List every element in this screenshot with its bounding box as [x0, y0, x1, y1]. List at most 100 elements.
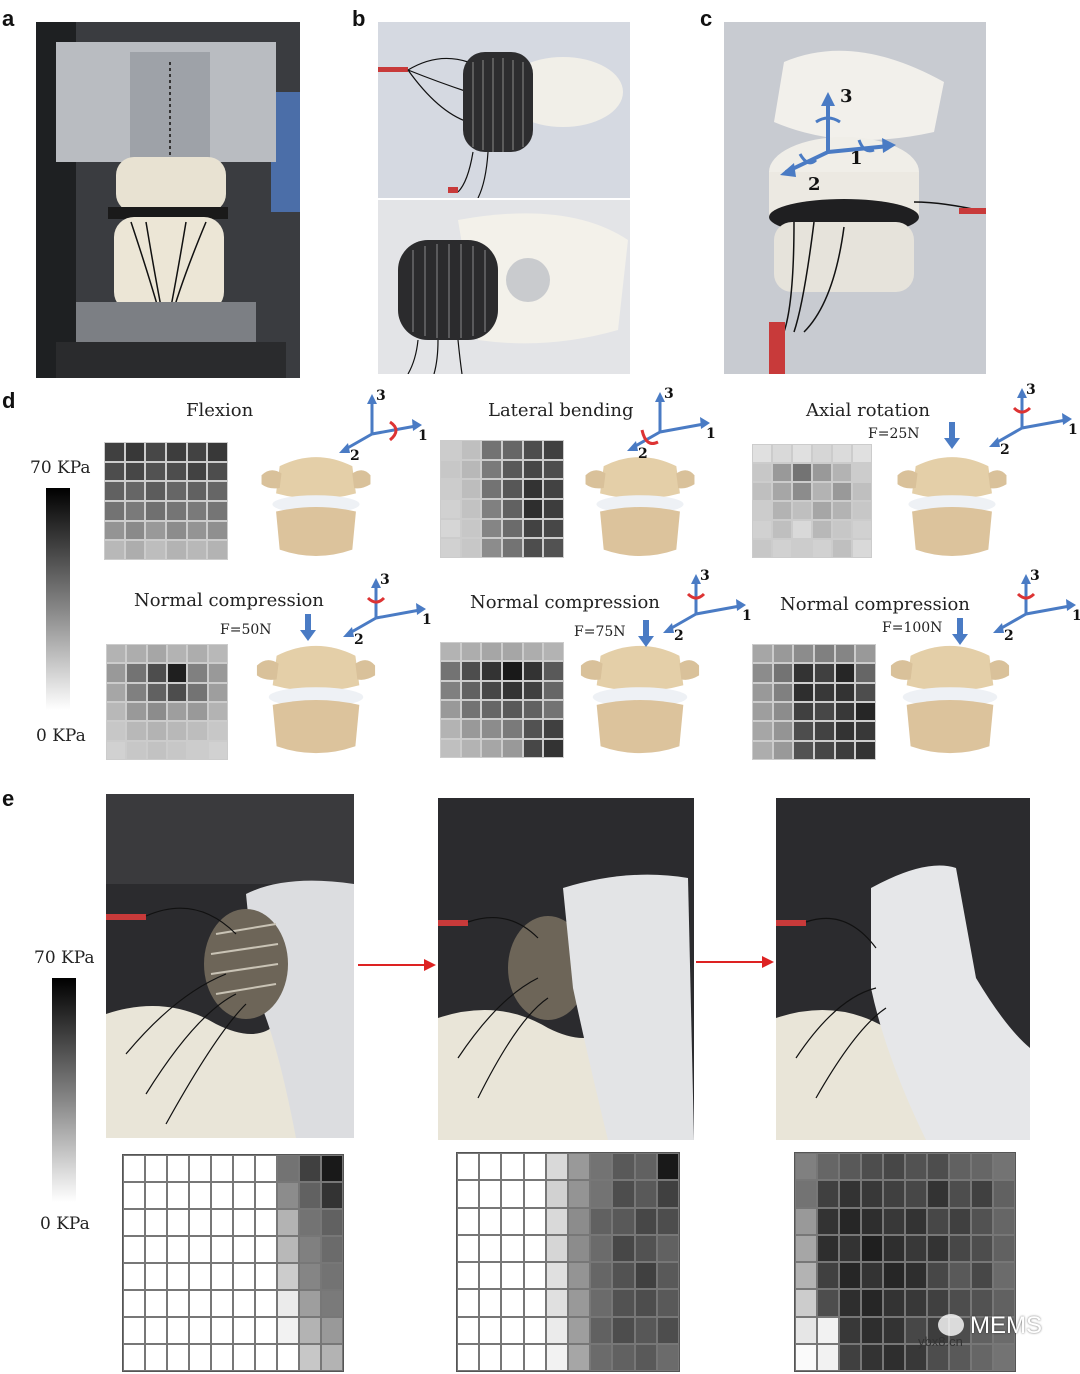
pressure-cell	[568, 1234, 591, 1262]
pressure-cell	[855, 663, 876, 683]
pressure-cell	[634, 1180, 657, 1208]
pressure-cell	[861, 1316, 883, 1344]
pressure-cell	[993, 1207, 1015, 1235]
axis-ax3-label: 3	[664, 386, 674, 402]
axis-ax3-label: 3	[380, 572, 390, 588]
pressure-cell	[501, 479, 523, 499]
pressure-cell	[545, 1316, 568, 1344]
pressure-cell	[145, 1209, 167, 1236]
pressure-cell	[167, 721, 188, 741]
photo-sensor-bottom	[378, 200, 630, 374]
pressure-cell	[165, 520, 187, 541]
pressure-cell	[590, 1343, 613, 1371]
pressure-cell	[123, 1344, 145, 1371]
pressure-cell	[440, 498, 461, 519]
pressure-cell	[145, 1344, 167, 1371]
pressure-cell	[145, 540, 166, 560]
pressure-cell	[905, 1343, 927, 1371]
pressure-cell	[106, 682, 127, 702]
pressure-cell	[207, 682, 228, 702]
force-arrow-icon	[944, 422, 960, 449]
pressure-cell	[792, 501, 812, 520]
pressure-cell	[321, 1290, 343, 1317]
pressure-cell	[299, 1182, 321, 1209]
pressure-cell	[321, 1155, 343, 1182]
pressure-cell	[949, 1207, 971, 1235]
pressure-cell	[104, 540, 125, 560]
pressure-cell	[812, 539, 832, 558]
pressure-cell	[207, 740, 228, 760]
pressure-cell	[795, 1289, 817, 1317]
pressure-cell	[167, 740, 188, 760]
pressure-cell	[189, 1263, 211, 1290]
pressure-cell	[852, 501, 872, 520]
pressure-cell	[656, 1180, 679, 1208]
pressure-cell	[905, 1207, 927, 1235]
pressure-cell	[522, 538, 544, 558]
pressure-cell	[167, 1155, 189, 1182]
contact-pressure-map	[794, 1152, 1016, 1372]
pressure-cell	[501, 440, 523, 460]
pressure-cell	[634, 1316, 657, 1344]
d-scale-min-label: 0 KPa	[36, 726, 86, 746]
pressure-cell	[233, 1209, 255, 1236]
photo-contact-stage-1	[106, 794, 354, 1138]
pressure-cell	[634, 1289, 657, 1317]
pressure-cell	[211, 1155, 233, 1182]
pressure-cell	[457, 1343, 480, 1371]
pressure-cell	[832, 463, 852, 482]
pressure-cell	[813, 702, 835, 722]
pressure-cell	[457, 1153, 480, 1181]
pressure-cell	[481, 719, 502, 739]
pressure-cell	[123, 1236, 145, 1263]
pressure-cell	[861, 1262, 883, 1290]
pressure-cell	[211, 1344, 233, 1371]
pressure-cell	[834, 663, 856, 683]
e-colorbar	[52, 978, 76, 1202]
axis-ax3-label: 3	[700, 568, 710, 584]
pressure-cell	[207, 702, 228, 722]
pressure-cell	[321, 1209, 343, 1236]
pressure-cell	[834, 702, 856, 722]
pressure-cell	[126, 682, 147, 702]
pressure-cell	[543, 498, 564, 519]
pressure-cell	[752, 520, 772, 539]
pressure-cell	[321, 1317, 343, 1344]
pressure-cell	[795, 1234, 817, 1262]
pressure-cell	[522, 661, 544, 681]
pressure-cell	[207, 663, 228, 683]
pressure-cell	[501, 642, 523, 662]
pressure-cell	[501, 719, 523, 739]
pressure-cell	[834, 740, 856, 760]
case-title: Axial rotation	[806, 400, 930, 421]
pressure-cell	[106, 740, 127, 760]
force-label: F=75N	[574, 624, 626, 640]
pressure-cell	[971, 1180, 993, 1208]
pressure-cell	[971, 1316, 993, 1344]
pressure-cell	[752, 721, 773, 741]
pressure-cell	[752, 539, 772, 558]
pressure-cell	[233, 1155, 255, 1182]
pressure-cell	[145, 1290, 167, 1317]
axes-icon	[663, 574, 746, 633]
pressure-cell	[543, 518, 564, 539]
pressure-cell	[106, 721, 127, 741]
pressure-cell	[501, 700, 523, 720]
pressure-cell	[813, 682, 835, 702]
pressure-cell	[993, 1180, 1015, 1208]
pressure-cell	[479, 1180, 502, 1208]
pressure-cell	[752, 644, 773, 664]
pressure-cell	[656, 1207, 679, 1235]
pressure-cell	[634, 1262, 657, 1290]
pressure-cell	[813, 721, 835, 741]
pressure-cell	[189, 1290, 211, 1317]
pressure-cell	[545, 1180, 568, 1208]
pressure-cell	[971, 1289, 993, 1317]
pressure-cell	[795, 1316, 817, 1344]
panel-letter-b: b	[352, 6, 366, 31]
pressure-map	[106, 644, 228, 760]
watermark-site: ybx8.cn	[918, 1334, 963, 1349]
pressure-cell	[812, 444, 832, 463]
arrow-stage-2-to-3	[696, 956, 774, 968]
pressure-cell	[590, 1207, 613, 1235]
